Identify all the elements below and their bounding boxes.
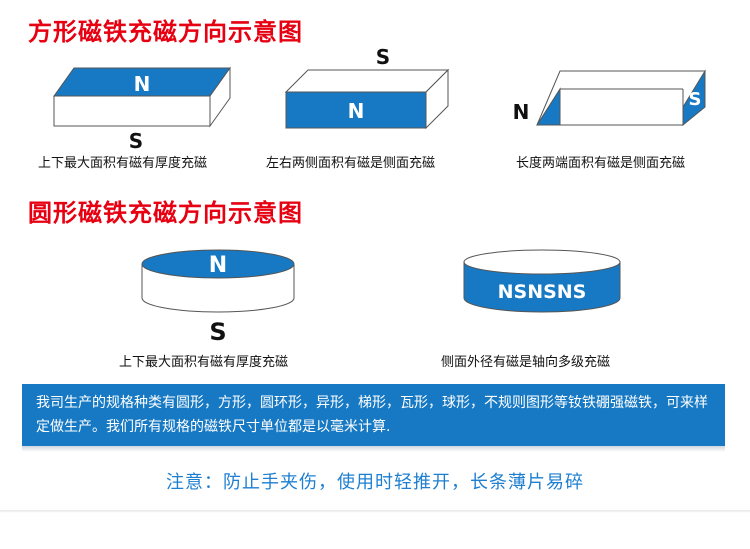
multipole-label: NSNSNS — [498, 281, 587, 303]
round-magnet-side-multipole: NSNSNS — [463, 249, 621, 313]
pole-label-n: N — [134, 72, 151, 96]
pole-label-s: S — [129, 129, 143, 153]
pole-label-n: N — [513, 100, 530, 124]
square-caption-end-faces: 长度两端面积有磁是侧面充磁 — [516, 156, 686, 171]
info-banner-shadow — [22, 446, 725, 452]
square-caption-side-face: 左右两侧面积有磁是侧面充磁 — [266, 156, 436, 171]
round-caption-side-multipole: 侧面外径有磁是轴向多级充磁 — [441, 355, 611, 370]
info-banner: 我司生产的规格种类有圆形，方形，圆环形，异形，梯形，瓦形，球形，不规则图形等钕铁… — [22, 384, 725, 446]
round-section-title: 圆形磁铁充磁方向示意图 — [28, 199, 303, 227]
safety-notice: 注意：防止手夹伤，使用时轻推开，长条薄片易碎 — [166, 472, 584, 493]
pole-label-n: N — [209, 253, 227, 278]
pole-label-n: N — [348, 99, 365, 123]
footer-divider — [0, 510, 750, 513]
square-caption-top-face: 上下最大面积有磁有厚度充磁 — [38, 156, 208, 171]
pole-label-s: S — [689, 89, 702, 110]
round-magnet-top-face: N S — [141, 249, 295, 346]
square-magnet-top-face: N S — [53, 66, 231, 153]
round-caption-top-face: 上下最大面积有磁有厚度充磁 — [119, 355, 289, 370]
square-magnet-side-face: S N — [284, 45, 450, 130]
pole-label-s: S — [376, 45, 390, 69]
square-magnet-end-faces: N S — [513, 69, 706, 127]
pole-label-s: S — [209, 318, 226, 346]
square-section-title: 方形磁铁充磁方向示意图 — [28, 18, 303, 46]
